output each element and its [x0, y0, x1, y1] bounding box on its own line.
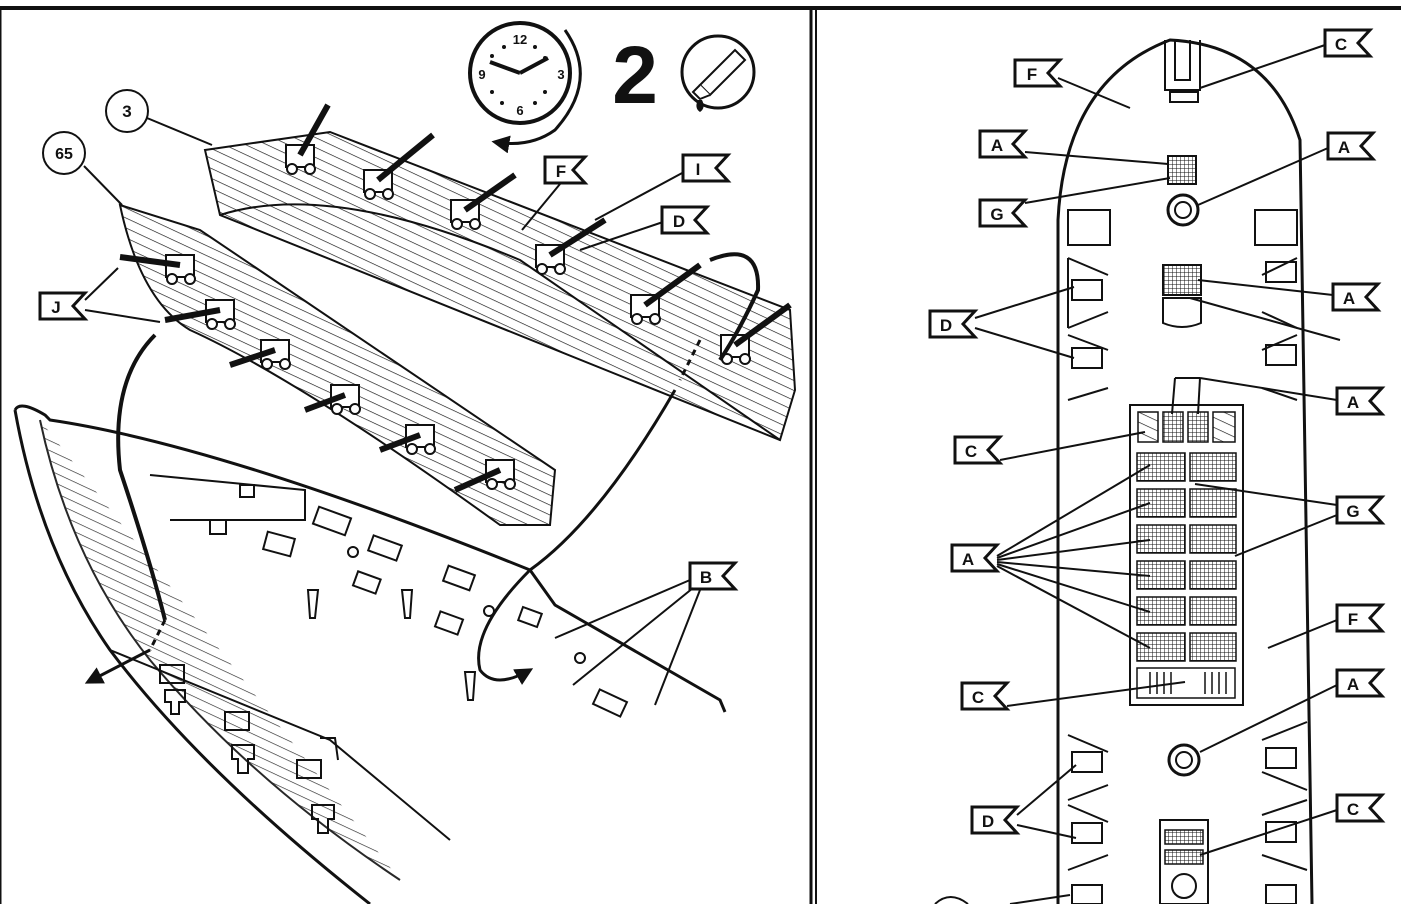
label-flag-C-1: C: [953, 431, 1146, 465]
label-flag-C-bottom: C: [1199, 793, 1386, 856]
label-flag-F-top: F: [1013, 58, 1131, 109]
label-flag-A-4: A: [1189, 279, 1382, 341]
frame: [0, 6, 1401, 904]
label-flag-A-6: A: [1199, 668, 1386, 753]
hull: [13, 404, 727, 904]
label-flag-J: J: [38, 267, 161, 323]
part-number-65: 65: [42, 131, 123, 206]
label-flag-D-left: D: [579, 205, 711, 251]
svg-text:F: F: [556, 162, 566, 181]
svg-text:C: C: [1347, 800, 1359, 819]
label-flag-A-2: A: [950, 464, 1151, 649]
svg-text:F: F: [1027, 65, 1037, 84]
svg-text:3: 3: [557, 67, 564, 82]
svg-text:C: C: [972, 688, 984, 707]
partial-circle: [934, 896, 969, 904]
lower-cannons: [119, 254, 516, 493]
svg-text:A: A: [1347, 393, 1359, 412]
label-flag-F-left: F: [521, 155, 589, 231]
right-panel: F A G D C A: [928, 28, 1386, 904]
partial-leader: [1009, 894, 1071, 904]
left-panel: 3 65 12 3 6 9 2: [13, 21, 797, 904]
assembly-guides: [84, 252, 761, 685]
svg-text:3: 3: [122, 102, 131, 121]
svg-text:D: D: [940, 316, 952, 335]
svg-text:A: A: [1338, 138, 1350, 157]
label-flag-G-2: G: [1194, 483, 1386, 557]
label-flag-F-bottom: F: [1267, 603, 1386, 649]
svg-text:B: B: [700, 568, 712, 587]
svg-text:C: C: [965, 442, 977, 461]
svg-text:D: D: [673, 212, 685, 231]
svg-text:C: C: [1335, 35, 1347, 54]
label-flag-G-1: G: [978, 177, 1171, 228]
label-flag-A-1: A: [978, 129, 1169, 165]
svg-text:A: A: [962, 550, 974, 569]
svg-text:D: D: [982, 812, 994, 831]
svg-text:6: 6: [516, 103, 523, 118]
grating-area: [1129, 404, 1244, 706]
side-cannons: [1067, 257, 1308, 904]
label-flag-A-5: A: [1171, 377, 1386, 416]
label-flag-C-2: C: [960, 681, 1186, 711]
svg-text:A: A: [1343, 289, 1355, 308]
svg-text:J: J: [51, 298, 60, 317]
svg-text:9: 9: [478, 67, 485, 82]
svg-text:G: G: [990, 205, 1003, 224]
svg-text:A: A: [991, 136, 1003, 155]
glue-tube-icon: [680, 34, 756, 112]
svg-text:65: 65: [55, 146, 73, 163]
step-number: 2: [612, 30, 658, 121]
part-number-3: 3: [105, 89, 213, 146]
label-flag-I: I: [594, 153, 732, 221]
svg-text:G: G: [1346, 502, 1359, 521]
label-flag-D-1: D: [928, 286, 1075, 359]
label-flag-B: B: [554, 561, 739, 706]
svg-text:A: A: [1347, 675, 1359, 694]
svg-text:F: F: [1348, 610, 1358, 629]
svg-text:12: 12: [513, 32, 527, 47]
upper-cannons: [285, 103, 792, 365]
upper-deck-part: [203, 130, 797, 442]
label-flag-C-top: C: [1199, 28, 1374, 89]
clock-icon: 12 3 6 9: [468, 21, 582, 154]
label-flag-A-3: A: [1197, 131, 1377, 206]
svg-text:I: I: [696, 160, 701, 179]
label-flag-D-2: D: [970, 764, 1077, 839]
